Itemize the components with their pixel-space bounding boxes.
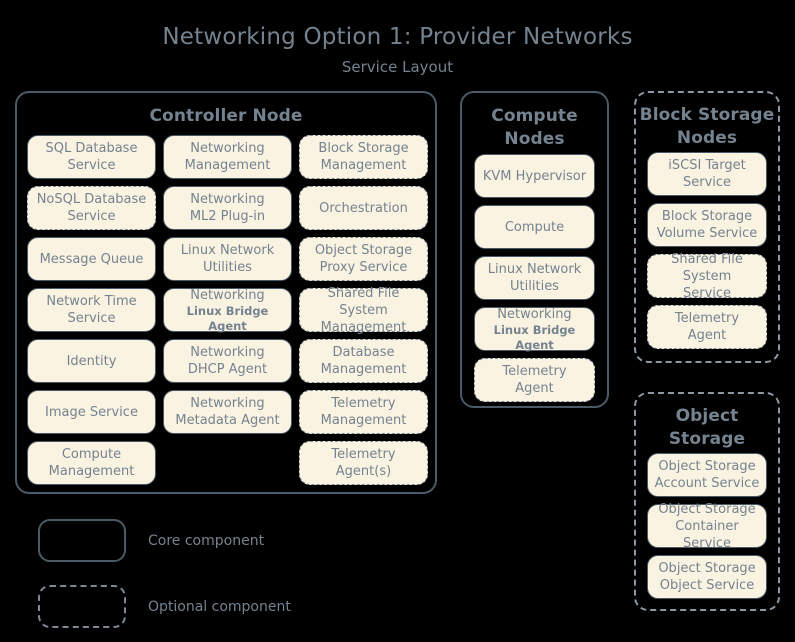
component-label: Networking Metadata Agent bbox=[175, 396, 280, 428]
component-label: Telemetry Management bbox=[320, 396, 407, 428]
component-label: Telemetry Agent bbox=[674, 311, 740, 343]
block-storage-component-3[interactable]: Shared File System Service bbox=[647, 252, 767, 301]
controller-component-c3-1[interactable]: Block Storage Management bbox=[299, 135, 428, 179]
page-title: Networking Option 1: Provider Networks bbox=[162, 24, 633, 50]
block-storage-component-4[interactable]: Telemetry Agent bbox=[647, 305, 767, 349]
controller-component-c2-5[interactable]: Networking DHCP Agent bbox=[163, 339, 292, 383]
controller-component-c2-3[interactable]: Linux Network Utilities bbox=[163, 237, 292, 281]
component-label: Linux Network Utilities bbox=[487, 262, 582, 294]
component-label: Networking ML2 Plug-in bbox=[189, 192, 266, 224]
controller-component-c1-4[interactable]: Network Time Service bbox=[27, 288, 156, 332]
controller-component-c1-2[interactable]: NoSQL Database Service bbox=[27, 186, 156, 230]
controller-component-c3-3[interactable]: Object Storage Proxy Service bbox=[299, 237, 428, 281]
compute-component-5[interactable]: Telemetry Agent bbox=[474, 358, 595, 402]
block-storage-component-2[interactable]: Block Storage Volume Service bbox=[647, 203, 767, 247]
component-label: Message Queue bbox=[39, 251, 144, 267]
component-label: Image Service bbox=[45, 404, 138, 420]
component-label-main: Networking bbox=[190, 287, 265, 303]
compute-component-3[interactable]: Linux Network Utilities bbox=[474, 256, 595, 300]
object-storage-component-2[interactable]: Object Storage Container Service bbox=[647, 502, 767, 551]
component-label: SQL Database Service bbox=[45, 141, 138, 173]
controller-component-c1-1[interactable]: SQL Database Service bbox=[27, 135, 156, 179]
controller-component-c1-7[interactable]: Compute Management bbox=[27, 441, 156, 485]
component-label: Telemetry Agent(s) bbox=[331, 447, 396, 479]
component-label: Networking Management bbox=[184, 141, 271, 173]
component-label: Block Storage Volume Service bbox=[656, 209, 758, 241]
component-label: Linux Network Utilities bbox=[180, 243, 275, 275]
controller-component-c1-3[interactable]: Message Queue bbox=[27, 237, 156, 281]
group-compute-nodes-title: Compute Nodes bbox=[491, 106, 578, 149]
component-label: Shared File System Service bbox=[671, 251, 743, 301]
component-label-sub: Linux Bridge Agent bbox=[186, 303, 269, 333]
controller-component-c1-6[interactable]: Image Service bbox=[27, 390, 156, 434]
controller-component-c3-5[interactable]: Database Management bbox=[299, 339, 428, 383]
component-label: Shared File System Management bbox=[320, 285, 407, 335]
controller-component-c2-2[interactable]: Networking ML2 Plug-in bbox=[163, 186, 292, 230]
component-label: NoSQL Database Service bbox=[36, 192, 147, 224]
component-label: KVM Hypervisor bbox=[482, 168, 587, 184]
block-storage-component-1[interactable]: iSCSI Target Service bbox=[647, 152, 767, 196]
component-label: Object Storage Proxy Service bbox=[314, 243, 413, 275]
component-label: Compute Management bbox=[48, 447, 135, 479]
controller-component-c2-6[interactable]: Networking Metadata Agent bbox=[163, 390, 292, 434]
component-label-sub: Linux Bridge Agent bbox=[493, 322, 576, 352]
controller-component-c3-2[interactable]: Orchestration bbox=[299, 186, 428, 230]
component-label: Object Storage Container Service bbox=[658, 501, 756, 551]
group-object-storage-nodes: Object Storage Nodes Object Storage Acco… bbox=[634, 392, 780, 611]
compute-component-2[interactable]: Compute bbox=[474, 205, 595, 249]
controller-component-c3-7[interactable]: Telemetry Agent(s) bbox=[299, 441, 428, 485]
component-label: Block Storage Management bbox=[318, 141, 409, 173]
component-label: Object Storage Account Service bbox=[654, 459, 760, 491]
controller-component-c2-1[interactable]: Networking Management bbox=[163, 135, 292, 179]
compute-component-1[interactable]: KVM Hypervisor bbox=[474, 154, 595, 198]
page-subtitle: Service Layout bbox=[341, 58, 454, 76]
legend-swatch-optional bbox=[38, 585, 126, 628]
component-label: Object Storage Object Service bbox=[658, 561, 756, 593]
diagram-title-block: Networking Option 1: Provider Networks S… bbox=[0, 22, 795, 78]
controller-component-c3-6[interactable]: Telemetry Management bbox=[299, 390, 428, 434]
component-label: Networking DHCP Agent bbox=[187, 345, 268, 377]
legend-row-core: Core component bbox=[38, 519, 264, 562]
component-label-main: Networking bbox=[497, 306, 572, 322]
legend-label-core: Core component bbox=[148, 532, 265, 549]
group-block-storage-nodes-title: Block Storage Nodes bbox=[639, 105, 775, 148]
component-label: Network Time Service bbox=[46, 294, 137, 326]
controller-component-c3-4[interactable]: Shared File System Management bbox=[299, 286, 428, 335]
component-label: iSCSI Target Service bbox=[668, 158, 746, 190]
legend-swatch-core bbox=[38, 519, 126, 562]
group-block-storage-nodes: Block Storage Nodes iSCSI Target Service… bbox=[634, 91, 780, 363]
component-label: Identity bbox=[66, 353, 117, 369]
component-label: Telemetry Agent bbox=[502, 364, 567, 396]
object-storage-component-3[interactable]: Object Storage Object Service bbox=[647, 555, 767, 599]
controller-component-c1-5[interactable]: Identity bbox=[27, 339, 156, 383]
component-label: Orchestration bbox=[319, 200, 408, 216]
component-label: Compute bbox=[504, 219, 565, 235]
group-controller-node-title: Controller Node bbox=[149, 106, 303, 126]
component-label: Database Management bbox=[320, 345, 407, 377]
legend-label-optional: Optional component bbox=[148, 598, 291, 615]
legend-row-optional: Optional component bbox=[38, 585, 291, 628]
object-storage-component-1[interactable]: Object Storage Account Service bbox=[647, 453, 767, 497]
